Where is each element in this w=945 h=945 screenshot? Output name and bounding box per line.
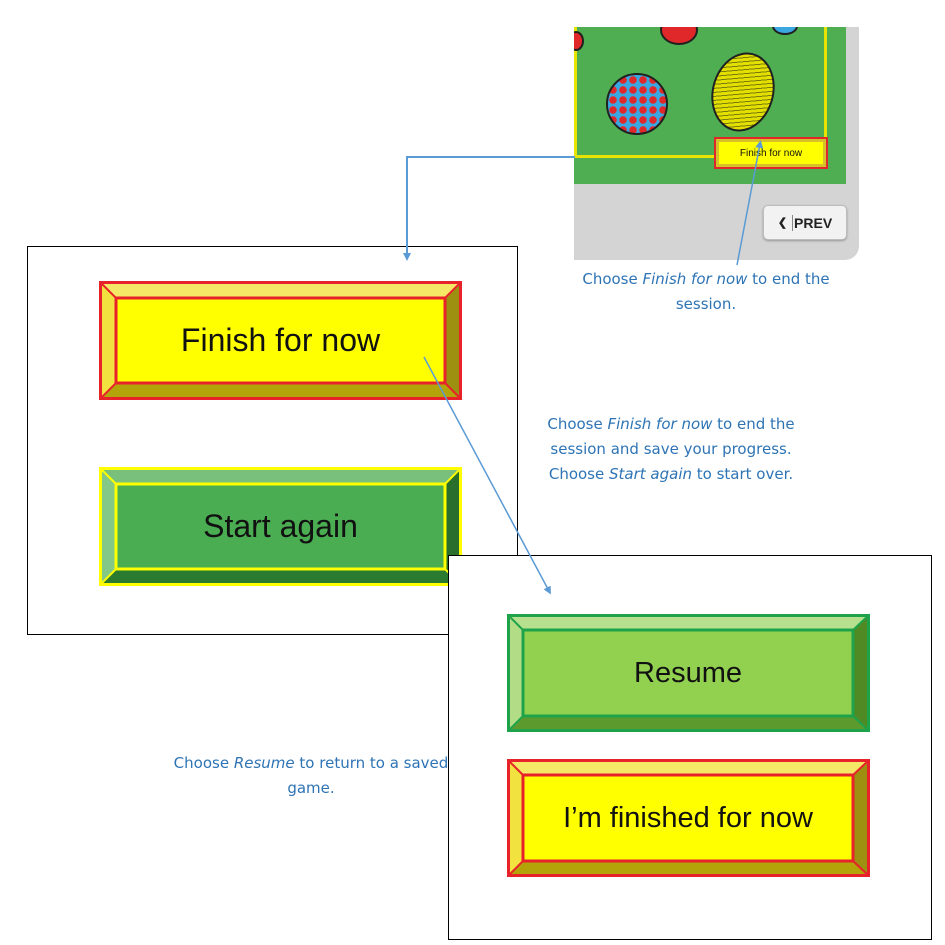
connector-elbow-arrow — [403, 156, 575, 261]
chevron-left-icon: ❮ — [777, 217, 788, 229]
field-line — [574, 155, 827, 158]
caption-line: Choose Start again to start over. — [520, 462, 822, 487]
finish-for-now-button[interactable]: Finish for now — [99, 281, 462, 400]
caption-emphasis: Start again — [609, 465, 692, 483]
resume-button[interactable]: Resume — [507, 614, 870, 732]
egg-icon — [660, 27, 698, 45]
caption-text: Choose — [582, 270, 643, 288]
start-again-label: Start again — [203, 508, 358, 544]
field-line — [574, 27, 577, 157]
caption-bottom: Choose Resume to return to a saved game. — [172, 751, 450, 801]
caption-text: to return to a saved game. — [287, 754, 449, 797]
striped-egg-icon — [702, 45, 784, 139]
caption-top: Choose Finish for now to end the session… — [560, 267, 852, 317]
egg-icon — [574, 31, 584, 51]
im-finished-for-now-button[interactable]: I’m finished for now — [507, 759, 870, 877]
finish-for-now-label: Finish for now — [180, 322, 381, 358]
spotted-egg-icon — [606, 73, 668, 135]
caption-text: Choose — [548, 465, 609, 483]
caption-emphasis: Finish for now — [607, 415, 713, 433]
game-screenshot: Finish for now ❮ PREV — [574, 27, 859, 260]
button-bevel — [99, 281, 462, 400]
caption-text: Choose — [547, 415, 608, 433]
button-bevel — [507, 614, 870, 732]
game-finish-for-now-button[interactable]: Finish for now — [714, 137, 828, 169]
field-line — [824, 27, 827, 157]
caption-text: to end the session. — [675, 270, 830, 313]
prev-button-label: PREV — [794, 214, 833, 231]
button-bevel — [507, 759, 870, 877]
start-again-button[interactable]: Start again — [99, 467, 462, 586]
caption-line: Choose Finish for now to end the — [520, 412, 822, 437]
divider — [792, 214, 794, 231]
dialog-resume-or-finish — [448, 555, 932, 940]
caption-text: to start over. — [692, 465, 794, 483]
prev-button[interactable]: ❮ PREV — [763, 205, 847, 240]
caption-emphasis: Finish for now — [642, 270, 748, 288]
caption-text: to end the — [712, 415, 795, 433]
resume-label: Resume — [634, 656, 742, 689]
im-finished-for-now-label: I’m finished for now — [563, 801, 813, 834]
caption-middle: Choose Finish for now to end the session… — [520, 412, 822, 487]
caption-emphasis: Resume — [233, 754, 295, 772]
egg-icon — [772, 27, 798, 35]
caption-text: Choose — [173, 754, 234, 772]
game-field: Finish for now — [574, 27, 846, 184]
caption-line: session and save your progress. — [550, 440, 792, 458]
